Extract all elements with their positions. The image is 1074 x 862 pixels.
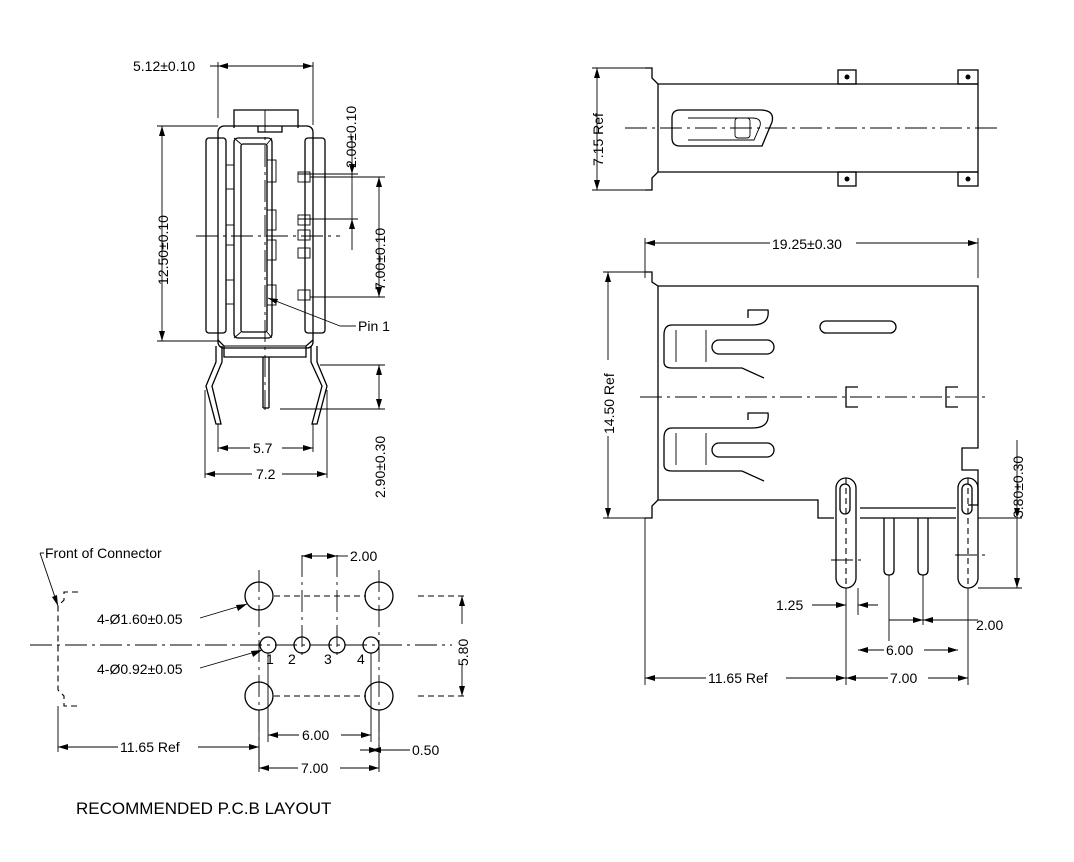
pin-number-2: 2 [288,651,296,667]
pin-span-outer-label: 7.00 [890,670,917,686]
pcb-layout: Front of Connector 1 2 3 4 2.00 [30,545,472,818]
pin1-label: Pin 1 [358,318,390,334]
pcb-ref-offset-label: 11.65 Ref [120,739,180,755]
pin-span-label: 7.00±0.10 [372,228,388,290]
pin-span-inner-label: 6.00 [886,642,913,658]
side-height-label: 14.50 Ref [601,373,617,434]
pitch-label: 2.00 [350,548,377,564]
pin-number-4: 4 [357,651,365,667]
side-view: 19.25±0.30 [600,235,1026,687]
lead-span-outer-label: 7.2 [256,466,276,482]
ref-offset-label: 11.65 Ref [708,670,768,686]
big-holes-label: 4-Ø1.60±0.05 [97,611,183,627]
pin-number-3: 3 [324,651,332,667]
outer-span-label: 7.00 [301,760,328,776]
body-length-label: 19.25±0.30 [772,236,842,252]
pin-number-1: 1 [266,651,274,667]
pcb-caption: RECOMMENDED P.C.B LAYOUT [76,799,331,818]
top-width-label: 5.12±0.10 [133,58,195,74]
inner-span-label: 6.00 [302,727,329,743]
top-view: 7.15 Ref [590,67,1000,191]
front-label: Front of Connector [45,545,162,561]
top-view-height-label: 7.15 Ref [590,113,606,166]
lead-length-label: 2.90±0.30 [372,436,388,498]
small-holes-label: 4-Ø0.92±0.05 [97,661,183,677]
edge-offset-label: 0.50 [412,742,439,758]
lead-height-label: 3.80±0.30 [1010,456,1026,518]
height-label: 12.50±0.10 [155,215,171,285]
pin-offset-label: 2.00±0.10 [343,106,359,168]
pin-pitch-first-label: 1.25 [776,597,803,613]
lead-span-inner-label: 5.7 [253,440,273,456]
pin-pitch-label: 2.00 [976,617,1003,633]
front-view: 5.12±0.10 [133,58,390,498]
row-spacing-label: 5.80 [455,639,471,666]
